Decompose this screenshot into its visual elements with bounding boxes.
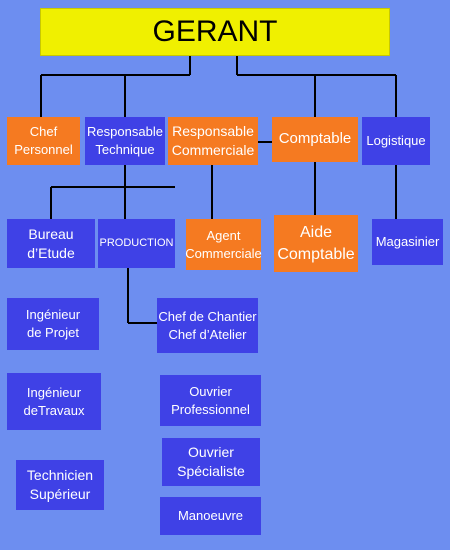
node-label: Ingénieur deTravaux (23, 384, 85, 418)
node-agent-commerciale: Agent Commerciale (185, 219, 262, 270)
node-chef-chantier: Chef de Chantier Chef d’Atelier (157, 298, 258, 353)
node-label: Aide Comptable (277, 223, 355, 263)
node-label: Ouvrier Professionnel (171, 383, 250, 417)
node-ingenieur-travaux: Ingénieur deTravaux (7, 373, 101, 430)
node-production: PRODUCTION (98, 219, 175, 268)
node-label: Agent Commerciale (185, 227, 262, 261)
node-bureau-etude: Bureau d’Etude (7, 219, 95, 268)
node-ouvrier-specialiste: Ouvrier Spécialiste (162, 438, 260, 486)
node-label: Magasinier (375, 234, 440, 250)
node-label: Bureau d’Etude (27, 225, 75, 261)
node-technicien-superieur: Technicien Supérieur (16, 460, 104, 510)
node-label: Manoeuvre (177, 508, 244, 524)
node-label: Responsable Technique (87, 124, 163, 157)
node-label: Comptable (278, 130, 352, 148)
node-responsable-technique: Responsable Technique (85, 117, 165, 165)
node-gerant-label: GERANT (152, 14, 278, 48)
node-logistique: Logistique (362, 117, 430, 165)
node-label: Ingénieur de Projet (25, 307, 81, 340)
node-label: Technicien Supérieur (26, 467, 94, 502)
node-label: PRODUCTION (99, 237, 174, 250)
node-comptable: Comptable (272, 117, 358, 162)
node-manoeuvre: Manoeuvre (160, 497, 261, 535)
node-ouvrier-professionnel: Ouvrier Professionnel (160, 375, 261, 426)
node-label: Logistique (366, 133, 426, 149)
node-magasinier: Magasinier (372, 219, 443, 265)
node-ingenieur-projet: Ingénieur de Projet (7, 298, 99, 350)
node-responsable-commerciale: Responsable Commerciale (168, 117, 258, 165)
node-chef-personnel: Chef Personnel (7, 117, 80, 165)
node-label: Responsable Commerciale (171, 123, 255, 158)
node-label: Ouvrier Spécialiste (177, 444, 245, 479)
node-label: Chef de Chantier Chef d’Atelier (158, 308, 257, 342)
node-label: Chef Personnel (14, 124, 73, 157)
node-aide-comptable: Aide Comptable (274, 215, 358, 272)
node-gerant: GERANT (40, 8, 390, 56)
